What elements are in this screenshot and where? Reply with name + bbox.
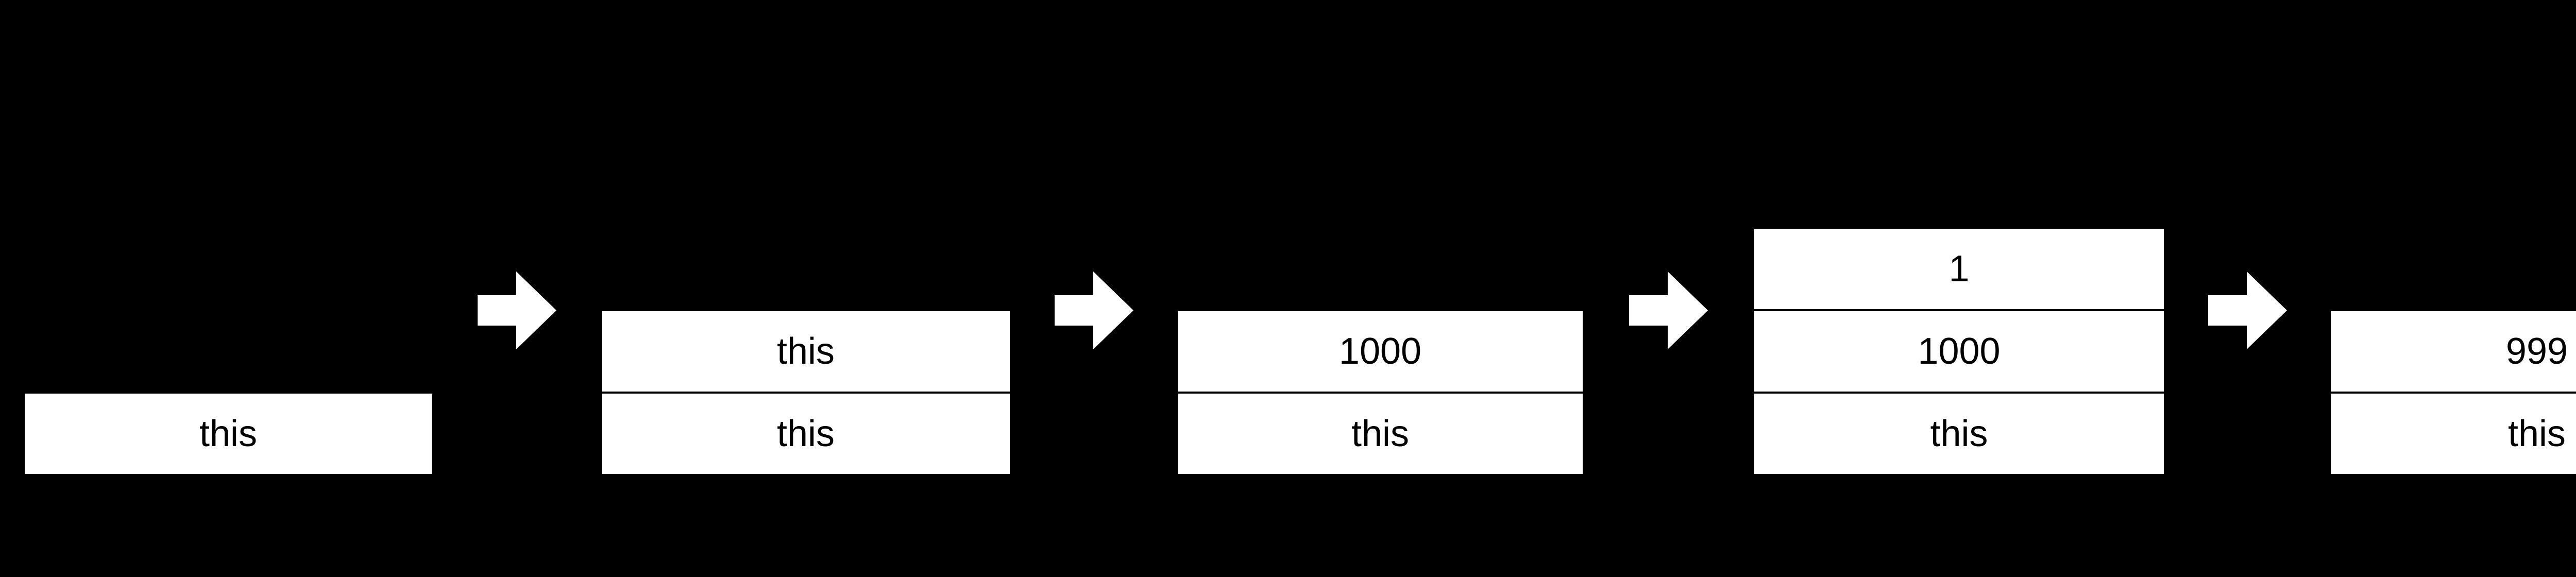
- stack-cell-label: 1000: [1338, 331, 1422, 372]
- stack-cell-label: this: [1351, 413, 1410, 454]
- stack-cell: this: [25, 394, 432, 474]
- right-arrow-icon: [2208, 271, 2287, 349]
- stack-stage-5: 999 this: [2331, 311, 2576, 474]
- stack-cell-label: this: [776, 331, 835, 372]
- stack-cell-label: this: [1930, 413, 1988, 454]
- stack-cell-label: this: [2507, 413, 2566, 454]
- right-arrow-icon: [478, 271, 556, 349]
- stack-cell-label: this: [199, 413, 258, 454]
- right-arrow-icon: [1629, 271, 1708, 349]
- right-arrow-icon: [1055, 271, 1133, 349]
- stack-cell-label: 1000: [1918, 331, 2001, 372]
- stack-stage-4: 1 1000 this: [1754, 229, 2164, 474]
- stack-cell: 1: [1754, 229, 2164, 309]
- stack-stage-3: 1000 this: [1178, 311, 1583, 474]
- stack-cell: this: [602, 392, 1010, 474]
- stack-cell: 999: [2331, 311, 2576, 392]
- stack-cell-label: this: [776, 413, 835, 454]
- stack-cell: this: [1754, 392, 2164, 474]
- stack-cell-label: 1: [1948, 248, 1970, 290]
- stack-cell: this: [1178, 392, 1583, 474]
- stack-stage-2: this this: [602, 311, 1010, 474]
- stack-stage-1: this: [25, 394, 432, 474]
- stack-cell-label: 999: [2505, 331, 2568, 372]
- stack-cell: this: [602, 311, 1010, 392]
- stack-cell: 1000: [1754, 309, 2164, 392]
- stack-cell: 1000: [1178, 311, 1583, 392]
- stack-cell: this: [2331, 392, 2576, 474]
